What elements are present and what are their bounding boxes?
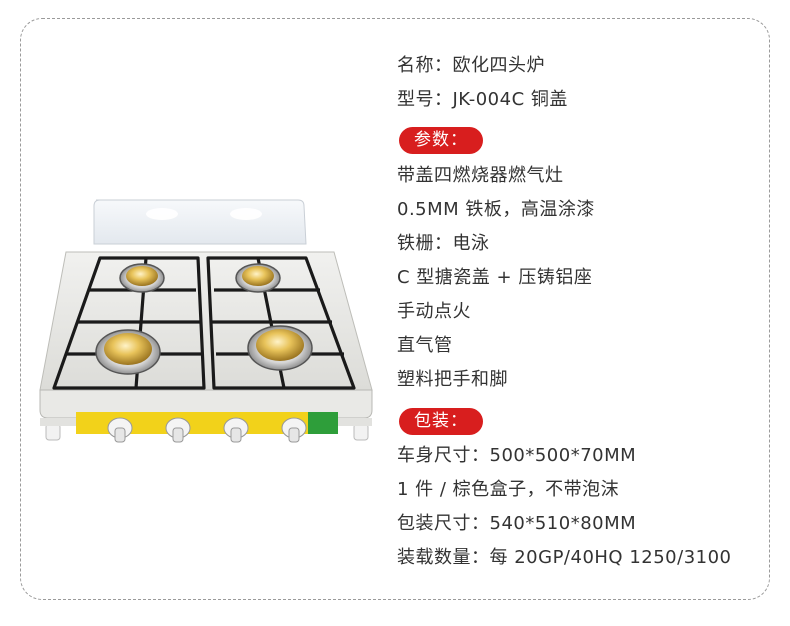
name-value: 欧化四头炉: [452, 55, 545, 76]
model-value: JK-004C 铜盖: [452, 89, 568, 110]
params-badge: 参数：: [399, 127, 483, 154]
param-item: C 型搪瓷盖 + 压铸铝座: [397, 267, 593, 288]
param-item: 铁栅：电泳: [397, 233, 490, 254]
packing-item: 装载数量：每 20GP/40HQ 1250/3100: [397, 547, 732, 568]
param-item: 直气管: [397, 335, 453, 356]
packing-item: 1 件 / 棕色盒子，不带泡沫: [397, 479, 620, 500]
model-label: 型号：: [397, 89, 453, 110]
name-row: 名称：欧化四头炉: [397, 52, 545, 80]
param-item: 塑料把手和脚: [397, 369, 508, 390]
product-card: [20, 18, 770, 600]
packing-badge: 包装：: [399, 408, 483, 435]
stove-image: [36, 192, 376, 454]
param-item: 带盖四燃烧器燃气灶: [397, 165, 564, 186]
packing-item: 包装尺寸：540*510*80MM: [397, 513, 637, 534]
packing-item: 车身尺寸：500*500*70MM: [397, 445, 637, 466]
name-label: 名称：: [397, 55, 453, 76]
param-item: 0.5MM 铁板，高温涂漆: [397, 199, 595, 220]
model-row: 型号：JK-004C 铜盖: [397, 86, 568, 114]
param-item: 手动点火: [397, 301, 471, 322]
